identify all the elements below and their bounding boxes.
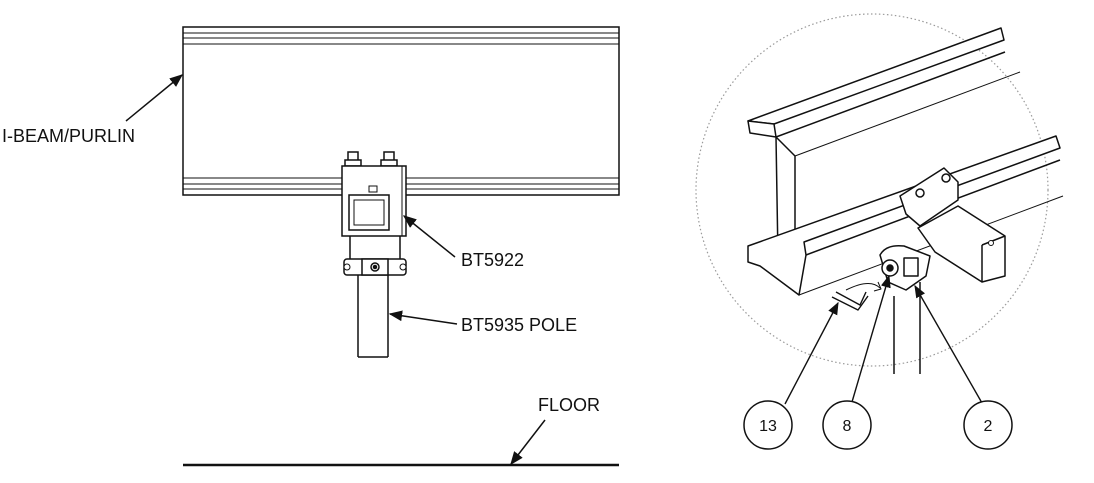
callout-number-13: 13 [759, 418, 777, 435]
callout-2-leader [914, 284, 983, 404]
callout-balloon-8: 8 [822, 400, 872, 450]
callout-number-2: 2 [984, 418, 993, 435]
pole-label: BT5935 POLE [461, 315, 577, 335]
allen-key-detail [831, 281, 882, 311]
callout-number-8: 8 [843, 418, 852, 435]
callout-8-leader [851, 274, 891, 403]
detail-circle [695, 13, 1049, 367]
pole-detail [893, 282, 921, 374]
beam-leader [125, 74, 184, 122]
bracket-leader [402, 215, 456, 258]
bracket-label: BT5922 [461, 250, 524, 270]
detail-view: 13 8 2 [695, 13, 1064, 450]
beam-label: I-BEAM/PURLIN [2, 126, 135, 146]
callout-balloon-13: 13 [743, 400, 793, 450]
pole-leader [388, 310, 458, 325]
callout-13-leader [784, 301, 839, 405]
callout-balloon-2: 2 [963, 400, 1013, 450]
bracket-detail [879, 167, 1006, 291]
pole-front [357, 275, 389, 358]
i-beam-detail [747, 27, 1064, 296]
left-front-view [125, 26, 620, 467]
bracket-front [341, 151, 407, 276]
floor-leader [510, 419, 546, 466]
floor-label: FLOOR [538, 395, 600, 415]
